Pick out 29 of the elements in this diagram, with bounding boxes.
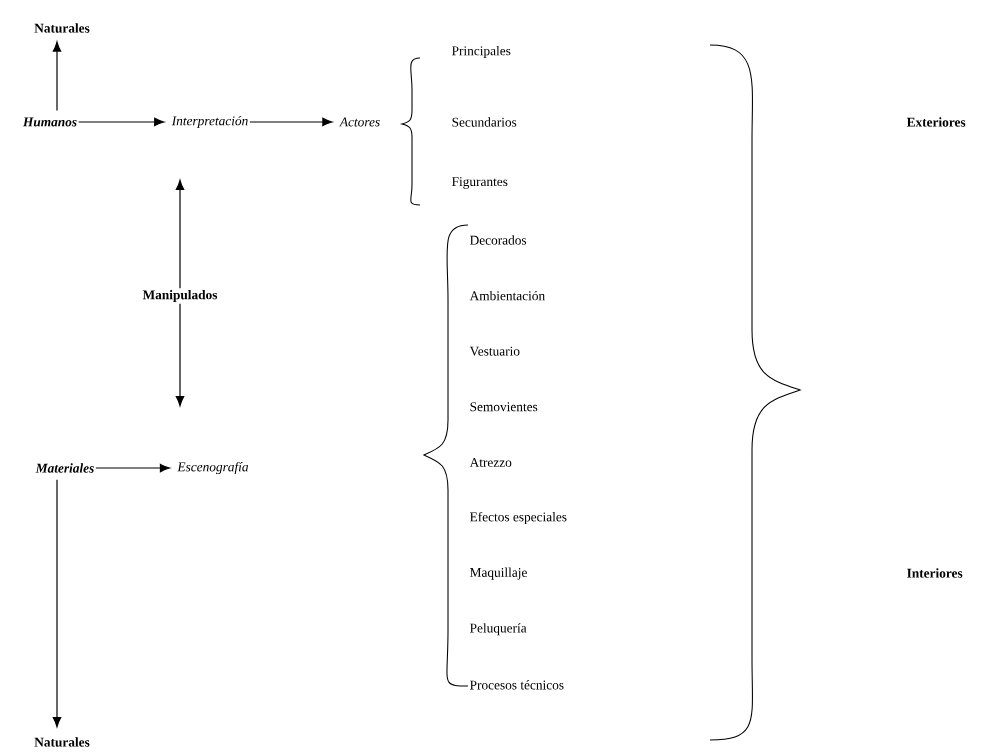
arrow [52, 41, 62, 112]
term-text: Humanos [22, 117, 77, 127]
arrow [175, 303, 185, 407]
list-item: Peluquería [470, 623, 527, 636]
arrow [78, 117, 165, 127]
term-text: Interpretación [171, 115, 248, 129]
list-item: Vestuario [469, 346, 520, 356]
term-text: Naturales [34, 737, 90, 747]
list-item: Exteriores [906, 117, 966, 127]
list-item: Figurantes [452, 177, 508, 189]
term-text: Escenografía [177, 461, 249, 475]
list-item: Efectos especiales [470, 511, 567, 525]
list-item: Interiores [907, 568, 963, 578]
list-item: Semovientes [470, 402, 538, 412]
arrow [95, 463, 171, 473]
list-item: Decorados [470, 235, 527, 245]
list-item: Principales [452, 45, 511, 59]
list-item: Atrezzo [469, 457, 512, 467]
arrow [175, 179, 185, 289]
list-item: Procesos técnicos [470, 680, 564, 690]
list-item: Maquillaje [470, 567, 527, 580]
list-item: Secundarios [452, 117, 517, 127]
term-text: Manipulados [142, 289, 218, 303]
term-text: Actores [339, 117, 380, 127]
term-text: Materiales [35, 463, 94, 473]
arrow [249, 117, 333, 127]
term-text: Naturales [34, 23, 90, 33]
list-item: Ambientación [469, 290, 545, 301]
arrow [52, 479, 62, 728]
